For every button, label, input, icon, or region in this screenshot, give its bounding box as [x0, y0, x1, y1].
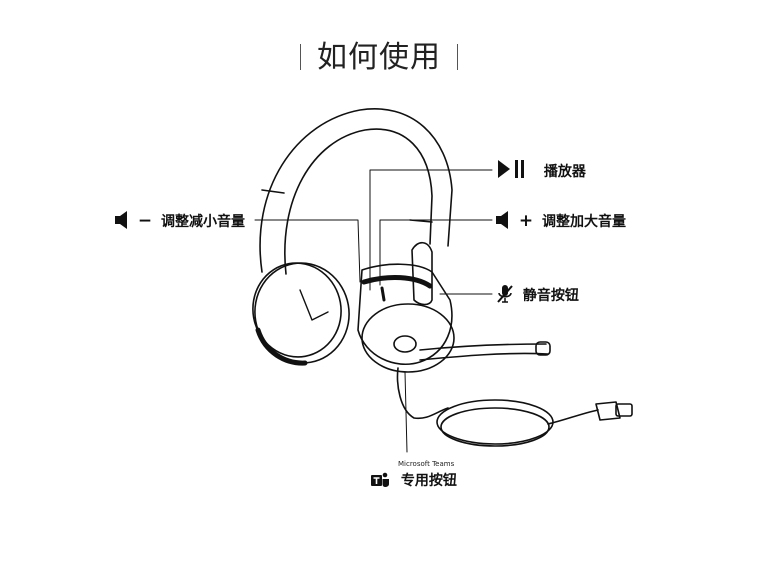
right-ear-cup [357, 241, 455, 373]
headband [259, 108, 453, 273]
teams-icon [370, 471, 390, 493]
mute-label: 静音按钮 [522, 288, 579, 304]
volume-down-callout: − 调整减小音量 [114, 210, 245, 234]
teams-button-label: 专用按钮 [400, 473, 457, 489]
teams-brand-text: Microsoft Teams [398, 460, 455, 468]
left-ear-cup [252, 262, 350, 366]
mic-mute-icon [496, 284, 514, 308]
page-title: 如何使用 [0, 32, 758, 76]
teams-callout: 专用按钮 [370, 470, 457, 493]
volume-icon [495, 210, 511, 234]
mic-boom [419, 341, 551, 361]
vol-up-label: 调整加大音量 [542, 214, 626, 230]
vol-down-label: 调整减小音量 [161, 214, 245, 230]
plus-symbol: + [518, 211, 534, 231]
mute-callout: 静音按钮 [496, 284, 579, 308]
cable [396, 367, 633, 447]
callout-lines [254, 169, 493, 453]
play-label: 播放器 [543, 164, 586, 180]
title-text: 如何使用 [317, 40, 441, 75]
play-pause-icon [497, 158, 531, 184]
title-divider-left [300, 44, 301, 70]
minus-symbol: − [137, 211, 153, 231]
volume-icon [114, 210, 130, 234]
title-divider-right [457, 44, 458, 70]
volume-up-callout: + 调整加大音量 [495, 210, 626, 234]
play-pause-callout: 播放器 [497, 158, 586, 184]
